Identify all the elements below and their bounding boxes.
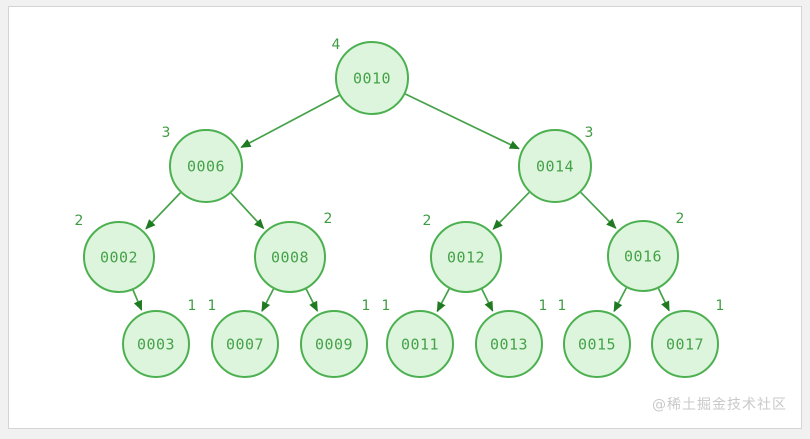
tree-node-0013[interactable]: 0013 [475,310,543,378]
height-label-0014: 3 [585,125,594,141]
node-circle-0016 [607,220,679,292]
binary-tree-graphic: 0010 0006 0014 0002 0008 0012 0016 0003 0007 0009… [75,37,725,378]
tree-edge-n0012-to-n0013 [481,288,494,312]
node-circle-0009 [300,310,368,378]
node-label-0015: 0015 [578,336,616,354]
tree-node-0006[interactable]: 0006 [169,129,243,203]
node-circle-0013 [475,310,543,378]
leaf-height-label-4: 1 [539,298,548,314]
node-circle-0010 [335,41,409,115]
tree-edge-n0006-to-n0002 [145,192,182,230]
diagram-surface: 0010 0006 0014 0002 0008 0012 0016 0003 0007 0009… [8,6,802,429]
tree-edge-n0008-to-n0009 [305,288,319,312]
height-label-0002: 2 [75,213,84,229]
height-label-0016: 2 [676,211,685,227]
tree-edge-n0012-to-n0011 [436,288,450,313]
leaf-height-label-5: 1 [558,298,567,314]
height-label-0010: 4 [332,37,341,53]
node-label-0008: 0008 [271,249,309,267]
node-label-0010: 0010 [353,70,391,88]
node-label-0016: 0016 [624,248,662,266]
leaf-height-label-1: 1 [208,298,217,314]
node-circle-0007 [211,310,279,378]
node-label-0002: 0002 [100,249,138,267]
tree-node-0011[interactable]: 0011 [386,310,454,378]
node-label-0012: 0012 [447,249,485,267]
tree-edge-n0016-to-n0017 [657,288,670,312]
node-circle-0017 [651,310,719,378]
node-label-0014: 0014 [536,158,574,176]
node-label-0013: 0013 [490,336,528,354]
tree-edges [132,93,670,313]
node-circle-0002 [83,221,155,293]
node-circle-0015 [563,310,631,378]
height-label-0008: 2 [324,211,333,227]
tree-node-0014[interactable]: 0014 [518,129,592,203]
node-circle-0003 [122,310,190,378]
tree-edge-n0014-to-n0012 [492,191,530,230]
node-label-0006: 0006 [187,158,225,176]
tree-node-0002[interactable]: 0002 [83,221,155,293]
node-label-0003: 0003 [137,336,175,354]
node-label-0007: 0007 [226,336,264,354]
node-circle-0008 [254,221,326,293]
node-circle-0012 [430,221,502,293]
tree-edge-n0002-to-n0003 [132,289,143,311]
node-circle-0006 [169,129,243,203]
leaf-height-label-0: 1 [188,298,197,314]
tree-node-0007[interactable]: 0007 [211,310,279,378]
node-circle-0011 [386,310,454,378]
tree-node-0015[interactable]: 0015 [563,310,631,378]
tree-edge-n0014-to-n0016 [580,191,617,229]
tree-node-0016[interactable]: 0016 [607,220,679,292]
watermark: @稀土掘金技术社区 [652,397,787,413]
node-label-0017: 0017 [666,336,704,354]
tree-edge-n0010-to-n0014 [404,93,520,150]
height-label-0006: 3 [162,125,171,141]
tree-node-0008[interactable]: 0008 [254,221,326,293]
node-label-0009: 0009 [315,336,353,354]
leaf-height-label-3: 1 [382,298,391,314]
tree-edge-n0016-to-n0015 [613,287,628,313]
tree-node-0009[interactable]: 0009 [300,310,368,378]
node-label-0011: 0011 [401,336,439,354]
tree-edge-n0008-to-n0007 [261,288,275,313]
tree-edge-n0006-to-n0008 [230,192,265,230]
tree-nodes: 0010 0006 0014 0002 0008 0012 0016 0003 0007 0009… [83,41,719,378]
node-circle-0014 [518,129,592,203]
tree-edge-n0010-to-n0006 [240,94,340,149]
leaf-height-label-6: 1 [716,298,725,314]
leaf-height-label-2: 1 [362,298,371,314]
tree-node-0017[interactable]: 0017 [651,310,719,378]
tree-node-0003[interactable]: 0003 [122,310,190,378]
height-label-0012: 2 [423,213,432,229]
tree-node-0010[interactable]: 0010 [335,41,409,115]
tree-node-0012[interactable]: 0012 [430,221,502,293]
